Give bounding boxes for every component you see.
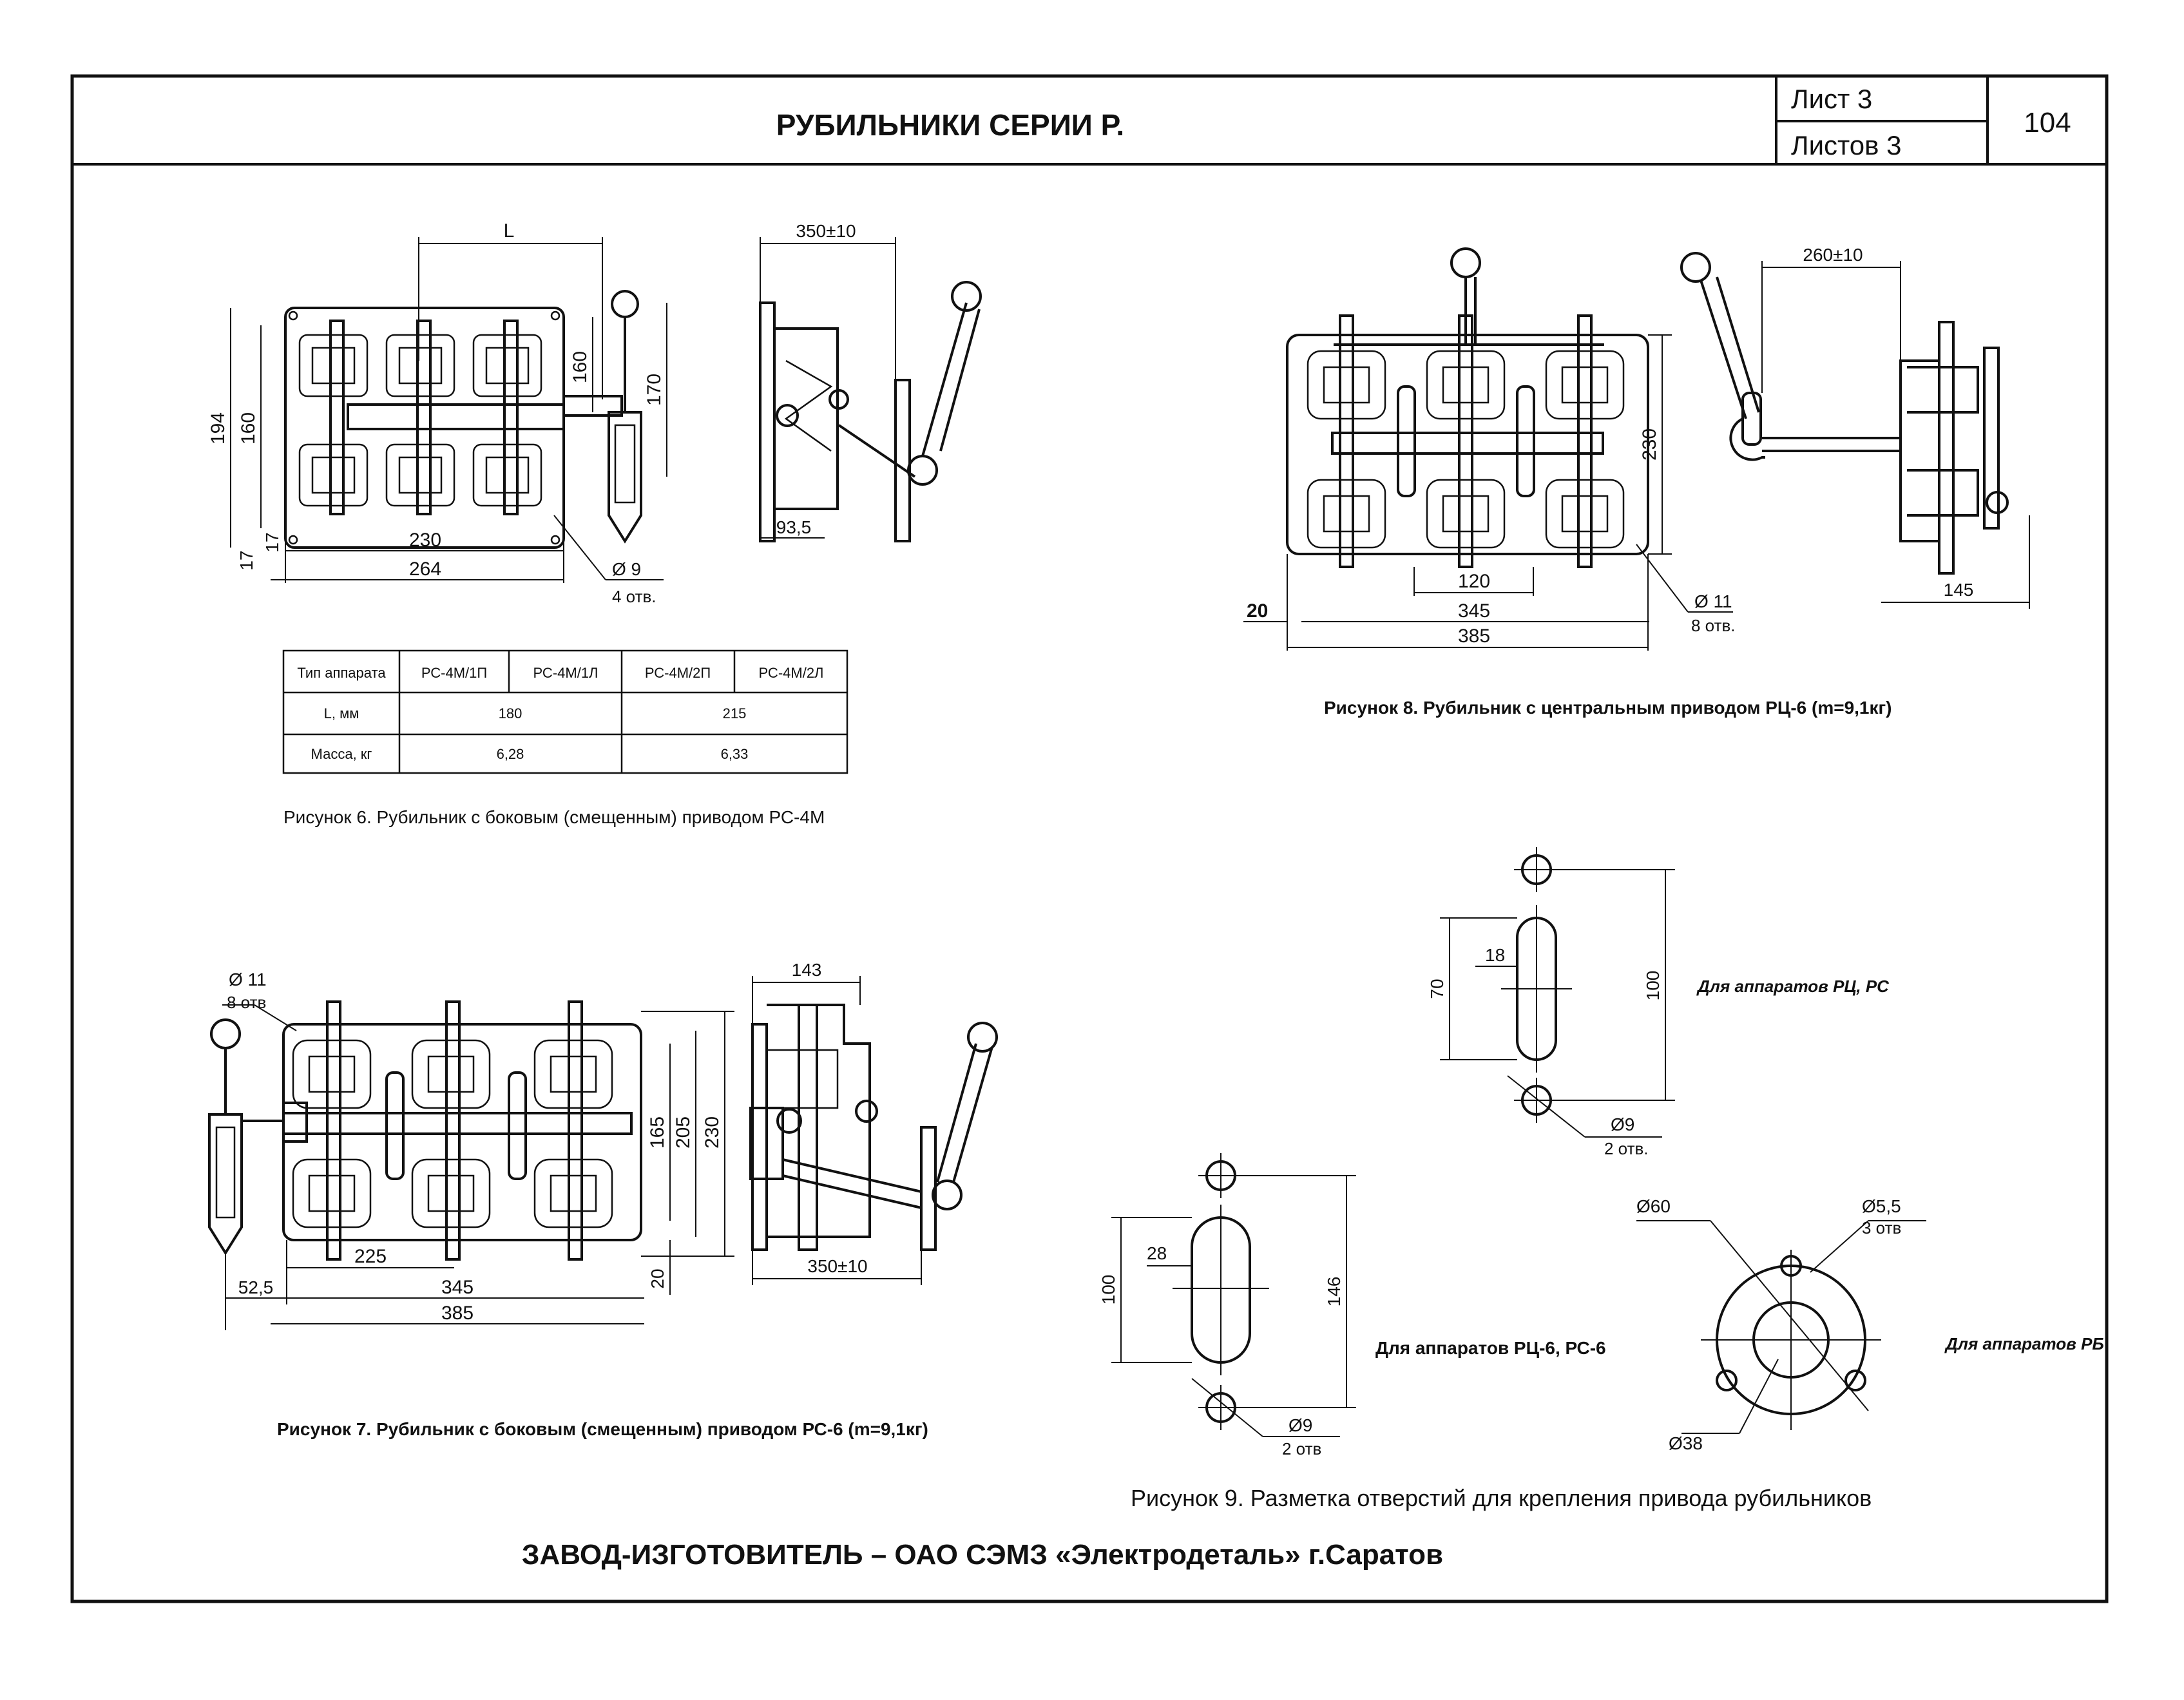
table-row-label-L: L, мм (324, 705, 359, 721)
fig7-dim-hole: Ø 11 (229, 969, 267, 989)
fig6-dim-93: 93,5 (776, 517, 812, 537)
fig9c-label: Для аппаратов РБ (1944, 1334, 2104, 1353)
fig6-dim-194: 194 (207, 412, 229, 444)
sheet-frame (70, 74, 2109, 1603)
table-cell-mass-1: 6,28 (497, 746, 524, 762)
fig8-dim-120: 120 (1458, 571, 1490, 592)
fig9b-dim-100: 100 (1098, 1275, 1118, 1305)
fig9c-dim-holes: 3 отв (1862, 1218, 1901, 1237)
fig7-dimensions (222, 1004, 734, 1330)
fig6-dim-264: 264 (409, 559, 441, 580)
fig9a-dim-holes: 2 отв. (1604, 1139, 1649, 1158)
fig9b-dim-146: 146 (1324, 1277, 1344, 1307)
fig7-side-view (749, 976, 998, 1285)
table-header-type: Тип аппарата (297, 665, 386, 681)
fig7-front-view (208, 1000, 642, 1261)
manufacturer-footer: ЗАВОД-ИЗГОТОВИТЕЛЬ – ОАО СЭМЗ «Электроде… (522, 1539, 1443, 1571)
table-header-rs4m-2l: РС-4М/2Л (759, 665, 824, 681)
fig9b-dim-28: 28 (1147, 1243, 1167, 1263)
fig8-dim-hole: Ø 11 (1694, 591, 1732, 611)
fig6-spec-table (282, 649, 848, 774)
fig9a-dim-hole: Ø9 (1611, 1114, 1634, 1134)
fig8-dim-345: 345 (1458, 600, 1490, 622)
fig9b-label: Для аппаратов РЦ-6, РС-6 (1375, 1338, 1606, 1358)
fig9a-dim-18: 18 (1485, 945, 1505, 965)
fig6-dim-160b: 160 (570, 351, 591, 383)
figure-9: 18 70 100 Ø9 2 отв. Для аппаратов РЦ, РС (1098, 847, 2104, 1511)
page-title: РУБИЛЬНИКИ СЕРИИ Р. (776, 108, 1124, 142)
fig7-caption: Рисунок 7. Рубильник с боковым (смещенны… (277, 1419, 928, 1439)
fig9a-label: Для аппаратов РЦ, РС (1696, 977, 1890, 996)
fig9c-hole-layout (1636, 1220, 1926, 1434)
fig9c-dim-d60: Ø60 (1636, 1196, 1671, 1216)
table-header-rs4m-2p: РС-4М/2П (645, 665, 711, 681)
fig8-dim-385: 385 (1458, 626, 1490, 647)
table-header-rs4m-1l: РС-4М/1Л (533, 665, 599, 681)
fig7-dim-345: 345 (441, 1277, 474, 1298)
table-cell-mass-2: 6,33 (721, 746, 749, 762)
fig9c-dim-d55: Ø5,5 (1862, 1196, 1901, 1216)
fig9b-dim-holes: 2 отв (1282, 1439, 1321, 1458)
fig9b-hole-layout (1111, 1153, 1356, 1437)
fig6-caption: Рисунок 6. Рубильник с боковым (смещенны… (283, 807, 825, 827)
figure-7: Ø 11 8 отв 165 205 230 20 225 52,5 345 3… (208, 960, 998, 1439)
fig6-dim-17b: 17 (262, 532, 282, 552)
fig7-dim-20: 20 (647, 1268, 667, 1288)
figure-8: 230 120 345 385 20 Ø 11 8 отв. 260± (1243, 245, 2030, 718)
fig9a-hole-layout (1440, 847, 1675, 1138)
fig8-caption: Рисунок 8. Рубильник с центральным приво… (1324, 698, 1892, 718)
fig7-dim-52: 52,5 (238, 1277, 274, 1297)
sheet-number: Лист 3 (1791, 84, 1872, 114)
fig7-dim-230: 230 (702, 1116, 723, 1149)
table-row-label-mass: Масса, кг (311, 746, 372, 762)
table-cell-L-1: 180 (499, 705, 522, 721)
fig8-dim-260: 260±10 (1803, 245, 1863, 265)
fig7-dim-143: 143 (792, 960, 822, 980)
fig6-front-view (284, 290, 642, 549)
fig8-dim-20: 20 (1247, 600, 1268, 622)
fig7-dim-350: 350±10 (807, 1256, 867, 1276)
page-number: 104 (2024, 107, 2071, 138)
fig8-front-view (1286, 247, 1649, 568)
figure-6: L 194 160 160 170 17 17 230 264 Ø 9 4 от… (207, 220, 982, 827)
fig6-dim-170: 170 (644, 374, 665, 406)
fig7-dim-holes: 8 отв (227, 993, 266, 1012)
fig6-dim-350: 350±10 (796, 221, 856, 241)
fig7-dim-165: 165 (647, 1116, 668, 1149)
table-header-rs4m-1p: РС-4М/1П (421, 665, 487, 681)
fig6-dimensions (230, 237, 667, 583)
fig6-dim-holes: 4 отв. (612, 587, 656, 606)
fig9-caption: Рисунок 9. Разметка отверстий для крепле… (1131, 1485, 1872, 1511)
fig7-dim-205: 205 (673, 1116, 694, 1149)
fig8-dim-holes: 8 отв. (1691, 616, 1736, 635)
fig6-dim-230: 230 (409, 530, 441, 551)
fig6-side-view (759, 237, 982, 542)
fig9b-dim-hole: Ø9 (1288, 1415, 1312, 1435)
fig8-dim-230: 230 (1639, 428, 1660, 461)
table-cell-L-2: 215 (723, 705, 747, 721)
fig9c-dim-d38: Ø38 (1669, 1433, 1703, 1453)
fig8-side-view (1680, 252, 2030, 609)
fig9a-dim-70: 70 (1427, 979, 1447, 998)
fig8-dim-145: 145 (1944, 580, 1974, 600)
fig7-dim-225: 225 (354, 1246, 387, 1267)
fig7-dim-385: 385 (441, 1303, 474, 1324)
fig8-dimensions (1243, 334, 1733, 651)
sheet-count: Листов 3 (1791, 130, 1902, 160)
fig9a-dim-100: 100 (1643, 971, 1663, 1001)
fig6-dim-160a: 160 (238, 412, 259, 444)
fig6-dim-hole: Ø 9 (612, 559, 641, 579)
fig6-dim-L: L (504, 220, 515, 242)
fig6-dim-17a: 17 (236, 550, 256, 570)
